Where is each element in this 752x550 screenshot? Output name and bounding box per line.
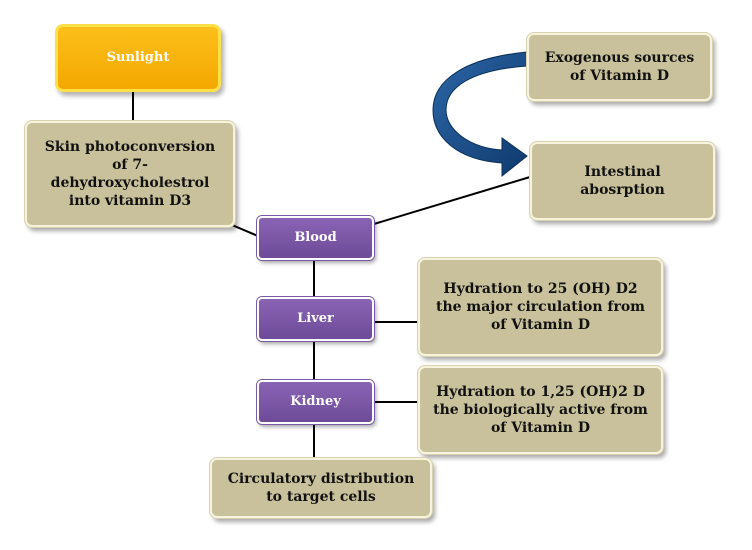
- intestinal-absorption-label: Intestinal abosrption: [580, 164, 665, 198]
- sunlight-label: Sunlight: [106, 50, 170, 65]
- exogenous-sources-node: Exogenous sources of Vitamin D: [527, 33, 712, 101]
- liver-label: Liver: [297, 311, 334, 326]
- hydration-125oh-node: Hydration to 1,25 (OH)2 D the biological…: [418, 366, 663, 454]
- liver-node: Liver: [257, 297, 374, 341]
- kidney-label: Kidney: [290, 394, 341, 409]
- intestinal-to-blood-line: [373, 176, 531, 225]
- hydration-25oh-label: Hydration to 25 (OH) D2 the major circul…: [435, 281, 645, 333]
- kidney-node: Kidney: [257, 380, 374, 424]
- curved-arrow-icon: [432, 51, 528, 178]
- intestinal-absorption-node: Intestinal abosrption: [530, 142, 715, 220]
- hydration-125oh-label: Hydration to 1,25 (OH)2 D the biological…: [433, 384, 648, 436]
- skin-to-blood-line: [231, 224, 259, 237]
- exogenous-sources-label: Exogenous sources of Vitamin D: [544, 50, 695, 84]
- blood-node: Blood: [257, 216, 374, 260]
- circulatory-distribution-label: Circulatory distribution to target cells: [227, 471, 415, 505]
- circulatory-distribution-node: Circulatory distribution to target cells: [210, 458, 432, 518]
- blood-label: Blood: [294, 230, 337, 245]
- hydration-25oh-node: Hydration to 25 (OH) D2 the major circul…: [418, 258, 663, 356]
- sunlight-node: Sunlight: [55, 24, 221, 92]
- skin-photoconversion-label: Skin photoconversion of 7-dehydroxychole…: [44, 139, 216, 209]
- skin-photoconversion-node: Skin photoconversion of 7-dehydroxychole…: [25, 121, 235, 227]
